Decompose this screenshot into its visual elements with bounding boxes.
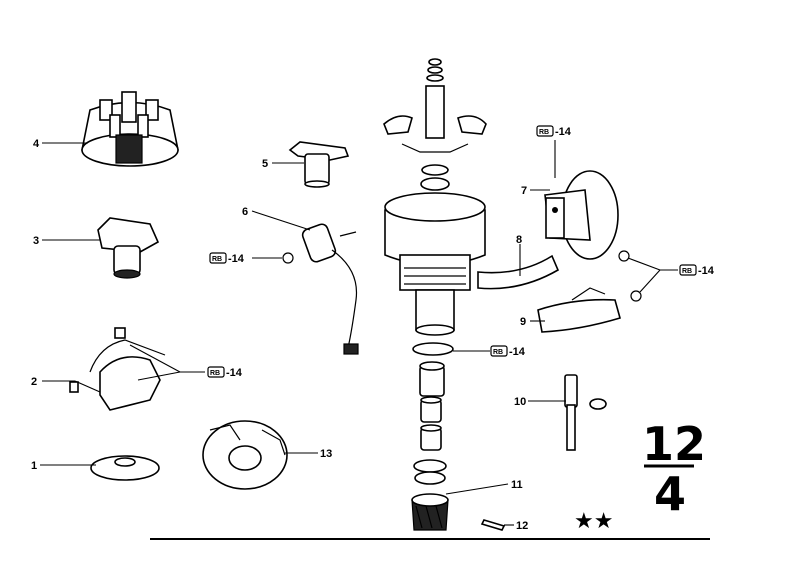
ref-rb-14-oring: RB -14	[490, 345, 526, 358]
vacuum-advance-unit	[544, 170, 619, 260]
distributor-housing	[384, 192, 486, 336]
label-part-1: 1	[31, 460, 37, 472]
ref-rb-14-condenser: RB -14	[209, 252, 294, 265]
label-part-4: 4	[33, 138, 40, 150]
svg-text:-14: -14	[228, 253, 245, 265]
centrifugal-advance-unit	[97, 217, 160, 279]
breaker-point-set	[69, 327, 166, 411]
rotor-arm	[288, 141, 350, 188]
label-part-10: 10	[514, 396, 526, 408]
label-part-8: 8	[516, 234, 522, 246]
distributor-cap	[81, 91, 179, 167]
retaining-spring	[477, 254, 560, 290]
dust-cover-clip	[537, 287, 621, 333]
base-plate	[202, 420, 288, 490]
svg-text:RB: RB	[210, 370, 220, 377]
ref-rb-14-breaker: RB -14	[129, 344, 243, 381]
label-part-5: 5	[262, 158, 268, 170]
shaft-bushings	[413, 361, 447, 485]
label-part-3: 3	[33, 235, 39, 247]
label-part-7: 7	[521, 185, 527, 197]
label-part-12: 12	[516, 520, 528, 532]
label-part-9: 9	[520, 316, 526, 328]
page-number-bottom: 4	[654, 467, 686, 521]
label-part-13: 13	[320, 448, 332, 460]
distributor-shaft	[383, 58, 487, 153]
svg-text:-14: -14	[226, 367, 243, 379]
label-part-2: 2	[31, 376, 37, 388]
drive-gear	[411, 493, 449, 531]
vacuum-link-rod	[564, 374, 607, 451]
roll-pin	[480, 519, 506, 531]
star-rating: ★★	[574, 509, 613, 534]
svg-text:RB: RB	[212, 256, 222, 263]
shaft-washers-upper	[420, 164, 450, 191]
svg-text:RB: RB	[682, 268, 692, 275]
svg-text:-14: -14	[555, 126, 572, 138]
svg-text:RB: RB	[539, 129, 549, 136]
label-part-11: 11	[511, 479, 523, 491]
o-ring	[412, 342, 454, 356]
condenser	[301, 223, 359, 355]
felt-washer	[90, 455, 160, 481]
page-number-top: 12	[642, 417, 706, 471]
ref-rb-14-vacuum: RB -14	[536, 125, 572, 178]
label-part-6: 6	[242, 206, 248, 218]
ref-rb-14-right: RB -14	[618, 250, 715, 302]
svg-text:-14: -14	[509, 346, 526, 358]
svg-text:-14: -14	[698, 265, 715, 277]
svg-text:RB: RB	[493, 349, 503, 356]
